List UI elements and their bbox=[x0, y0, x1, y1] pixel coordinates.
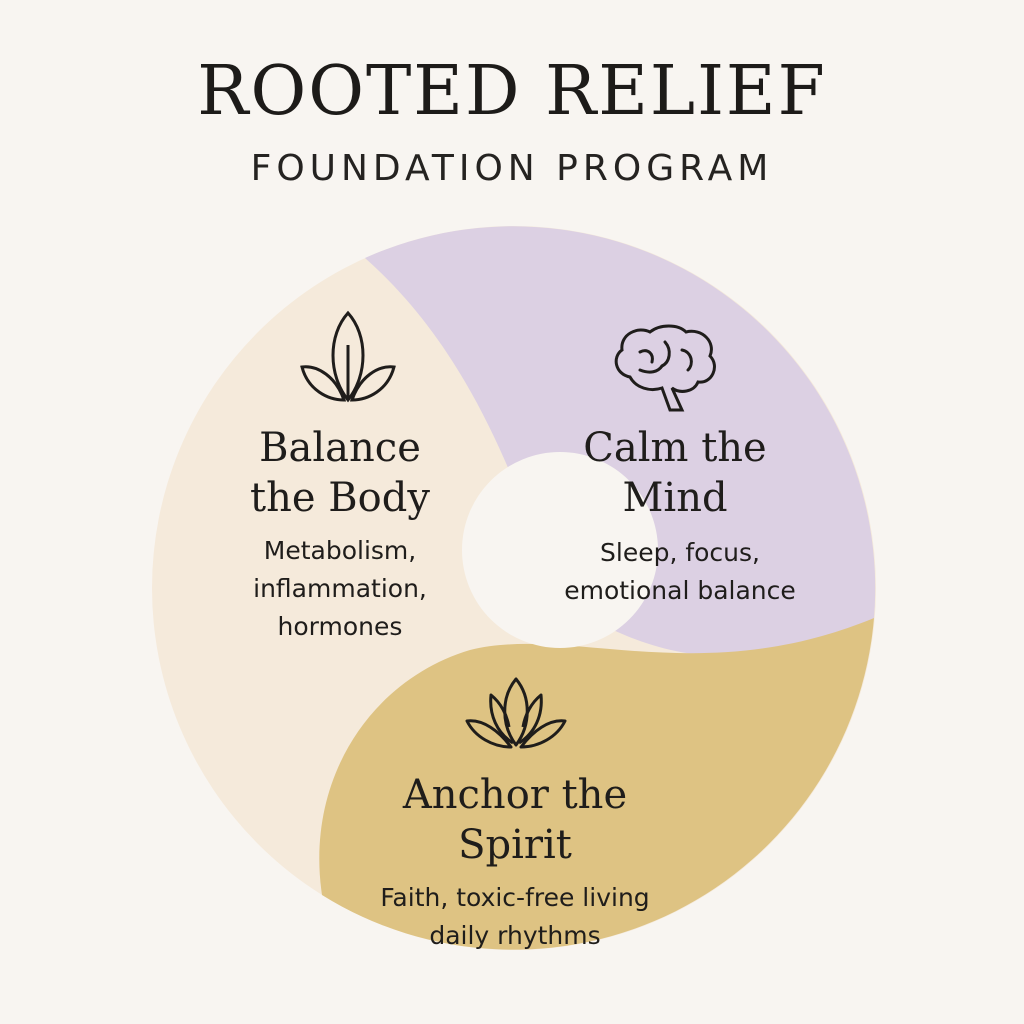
spirit-title: Anchor the Spirit bbox=[370, 770, 660, 870]
body-title-line2: the Body bbox=[250, 475, 430, 521]
body-desc-line1: Metabolism, bbox=[263, 536, 417, 565]
mind-desc-line1: Sleep, focus, bbox=[600, 538, 760, 567]
brain-icon bbox=[614, 324, 716, 412]
body-desc-line3: hormones bbox=[277, 612, 403, 641]
page-subtitle: FOUNDATION PROGRAM bbox=[250, 148, 774, 189]
mind-description: Sleep, focus, emotional balance bbox=[535, 534, 825, 610]
body-description: Metabolism, inflammation, hormones bbox=[200, 532, 480, 646]
mind-title-line1: Calm the bbox=[583, 425, 767, 471]
body-title-line1: Balance bbox=[259, 425, 421, 471]
segment-spirit bbox=[319, 618, 874, 950]
leaf-icon bbox=[300, 310, 396, 403]
spirit-description: Faith, toxic-free living daily rhythms bbox=[345, 879, 685, 955]
page-title: ROOTED RELIEF bbox=[197, 52, 827, 131]
body-title: Balance the Body bbox=[210, 423, 470, 523]
body-desc-line2: inflammation, bbox=[253, 574, 427, 603]
mind-title: Calm the Mind bbox=[545, 423, 805, 523]
segment-mind bbox=[365, 226, 876, 657]
mind-title-line2: Mind bbox=[622, 475, 728, 521]
mind-desc-line2: emotional balance bbox=[564, 576, 796, 605]
lotus-icon bbox=[465, 677, 567, 749]
center-hole bbox=[462, 452, 658, 648]
spirit-title-line2: Spirit bbox=[458, 822, 572, 868]
spirit-desc-line1: Faith, toxic-free living bbox=[380, 883, 650, 912]
spirit-title-line1: Anchor the bbox=[402, 772, 628, 818]
spirit-desc-line2: daily rhythms bbox=[429, 921, 601, 950]
